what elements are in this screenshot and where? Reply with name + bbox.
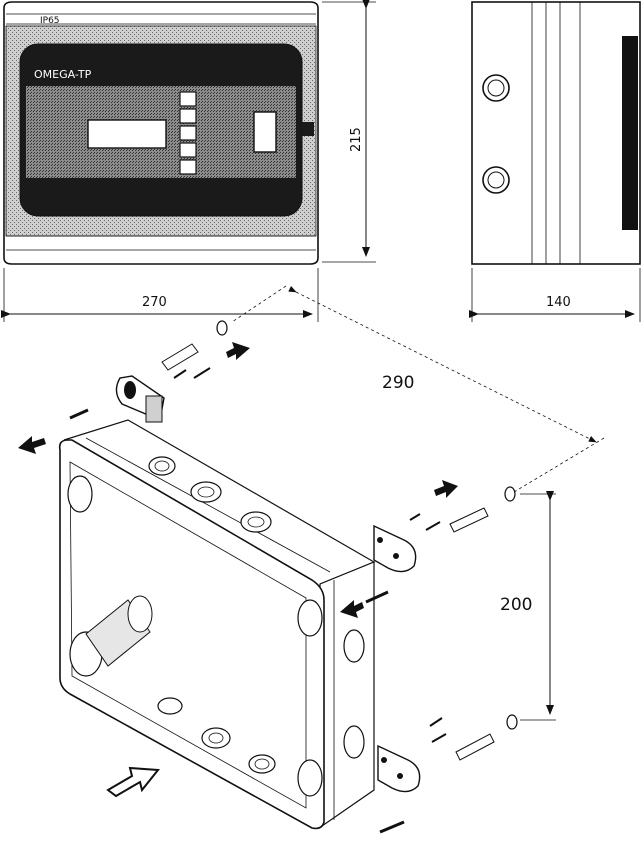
fasteners xyxy=(69,320,518,834)
isometric-view xyxy=(58,419,376,830)
mount-vertical-dimension: 200 xyxy=(500,491,556,721)
side-knockout-top xyxy=(482,74,510,102)
mounting-bracket-top-left xyxy=(115,375,165,423)
bottom-knockouts xyxy=(157,697,276,774)
height-dimension: 215 xyxy=(322,0,376,263)
mount-horizontal-value: 290 xyxy=(382,373,414,393)
side-knockout-bottom xyxy=(482,166,510,194)
front-view: IP65 OMEGA-TP xyxy=(3,1,319,265)
display-screen xyxy=(87,119,167,149)
side-view xyxy=(471,1,641,265)
mount-vertical-value: 200 xyxy=(500,595,532,615)
keypad xyxy=(179,91,197,175)
width-dimension: 270 xyxy=(1,268,319,322)
right-knockout-bottom xyxy=(343,725,365,759)
insertion-arrow xyxy=(106,766,160,798)
mounting-bracket-right-top xyxy=(373,524,417,573)
right-knockout-top xyxy=(343,629,365,663)
cable-gland-cylinder xyxy=(85,595,153,667)
rating-label: IP65 xyxy=(40,16,60,26)
height-value: 215 xyxy=(349,127,364,152)
indicator-window xyxy=(253,111,277,153)
mount-horizontal-dimension: 290 xyxy=(231,285,605,493)
depth-value: 140 xyxy=(546,295,571,310)
top-knockouts xyxy=(148,456,272,533)
mounting-bracket-right-bottom xyxy=(377,744,421,793)
direction-arrows xyxy=(18,342,458,798)
depth-dimension: 140 xyxy=(469,268,641,322)
brand-label: OMEGA-TP xyxy=(34,68,92,81)
width-value: 270 xyxy=(142,295,167,310)
